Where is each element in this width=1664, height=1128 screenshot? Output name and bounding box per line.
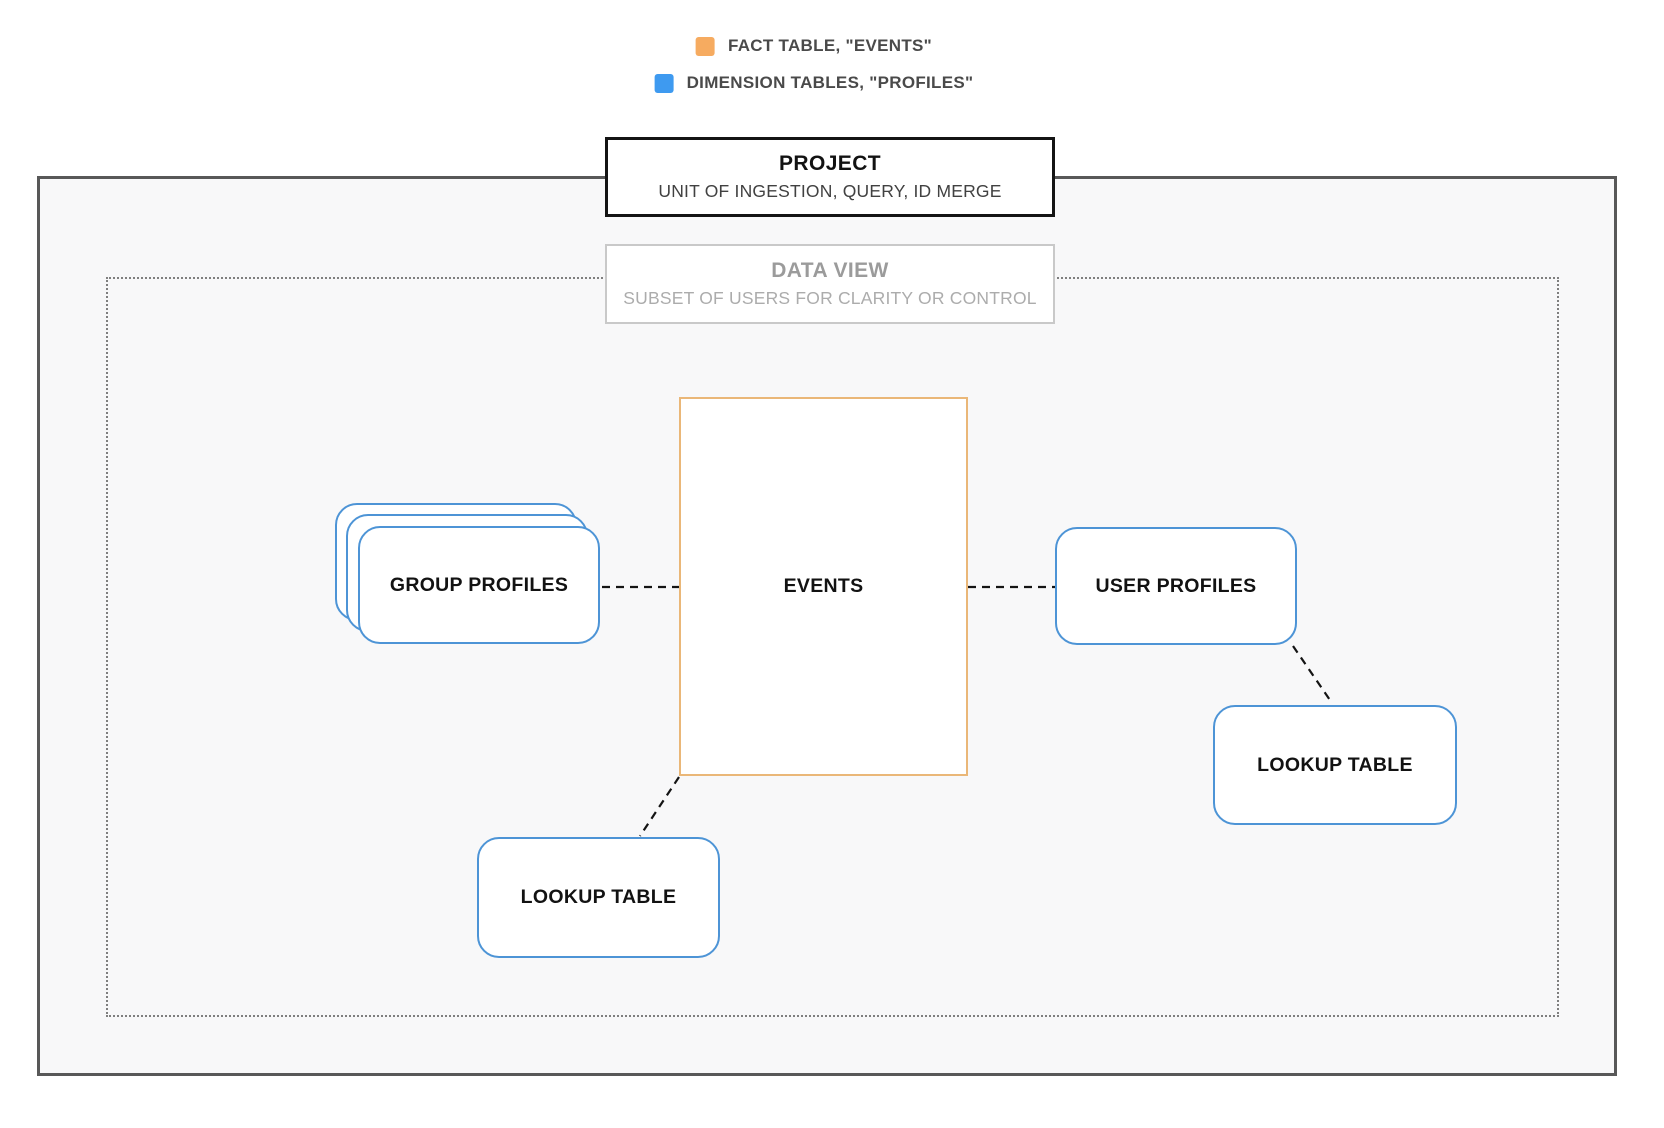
group-profiles-label: GROUP PROFILES [389,573,569,596]
legend-label-fact-table: FACT TABLE, "EVENTS" [727,36,933,55]
legend-label-dimension-tables: DIMENSION TABLES, "PROFILES" [686,73,974,92]
project-subtitle: UNIT OF INGESTION, QUERY, ID MERGE [658,181,1002,201]
data-view-subtitle: SUBSET OF USERS FOR CLARITY OR CONTROL [623,288,1037,308]
legend-item-dimension-tables: DIMENSION TABLES, "PROFILES" [654,73,974,93]
user-profiles-node: USER PROFILES [1055,527,1297,645]
project-header-box: PROJECT UNIT OF INGESTION, QUERY, ID MER… [605,137,1055,217]
group-profiles-node: GROUP PROFILES [358,526,600,644]
data-view-title: DATA VIEW [771,259,889,282]
events-node: EVENTS [679,397,968,776]
data-view-header-box: DATA VIEW SUBSET OF USERS FOR CLARITY OR… [605,244,1055,324]
lookup-table-bottom-label: LOOKUP TABLE [520,886,677,908]
lookup-table-right-label: LOOKUP TABLE [1257,753,1413,776]
legend: FACT TABLE, "EVENTS" DIMENSION TABLES, "… [654,36,974,93]
project-title: PROJECT [779,152,881,175]
fact-table-swatch-icon [695,36,715,56]
lookup-table-bottom-node: LOOKUP TABLE [477,837,720,958]
dimension-tables-swatch-icon [654,73,674,93]
events-label: EVENTS [783,575,864,597]
legend-item-fact-table: FACT TABLE, "EVENTS" [695,36,933,56]
lookup-table-right-node: LOOKUP TABLE [1213,705,1457,825]
user-profiles-label: USER PROFILES [1095,574,1257,597]
